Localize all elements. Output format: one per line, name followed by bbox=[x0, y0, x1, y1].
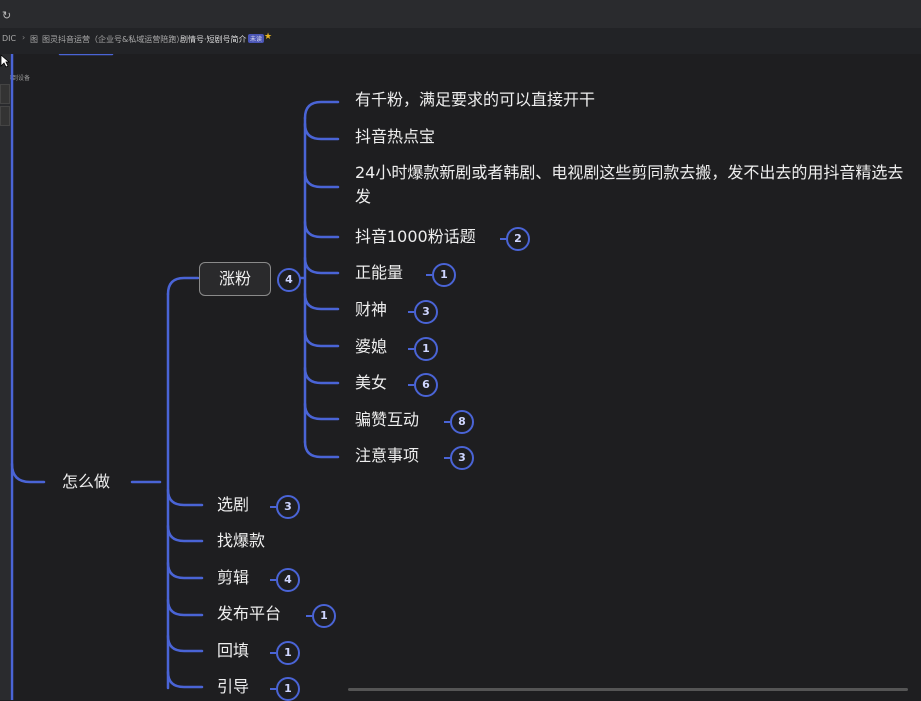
node-main-child[interactable]: 发布平台 bbox=[217, 604, 282, 623]
status-badge: 未读 bbox=[248, 34, 265, 43]
collapse-badge[interactable]: 4 bbox=[277, 268, 301, 292]
node-main-child[interactable]: 回填 bbox=[217, 641, 250, 660]
count-badge[interactable]: 3 bbox=[414, 300, 438, 324]
count-badge[interactable]: 1 bbox=[432, 263, 456, 287]
breadcrumb-item[interactable]: DIC bbox=[2, 34, 17, 43]
node-main-child[interactable]: 找爆款 bbox=[217, 531, 266, 550]
count-badge[interactable]: 1 bbox=[276, 677, 300, 701]
node-hub-child[interactable]: 正能量 bbox=[355, 263, 404, 282]
badge-connector bbox=[408, 311, 414, 313]
reload-icon[interactable]: ↻ bbox=[2, 9, 12, 22]
node-hub-child[interactable]: 骗赞互动 bbox=[355, 410, 420, 429]
left-panel-edge bbox=[0, 54, 10, 700]
badge-connector bbox=[270, 652, 276, 654]
badge-connector bbox=[426, 274, 432, 276]
star-icon[interactable]: ★ bbox=[264, 32, 273, 42]
panel-button[interactable] bbox=[0, 106, 10, 126]
badge-connector bbox=[270, 579, 276, 581]
badge-connector bbox=[444, 421, 450, 423]
count-badge[interactable]: 1 bbox=[276, 641, 300, 665]
breadcrumb: DIC › 图 图灵抖音运营（企业号&私域运营陪跑） › 剧情号·短剧号简介 未… bbox=[0, 28, 921, 82]
mindmap-canvas[interactable]: 怎么做 涨粉 4 有千粉，满足要求的可以直接开干 抖音热点宝 24小时爆款新剧或… bbox=[0, 54, 921, 701]
mindmap-connectors bbox=[10, 54, 340, 700]
browser-toolbar: ↻ bbox=[0, 0, 921, 29]
count-badge[interactable]: 2 bbox=[506, 227, 530, 251]
badge-connector bbox=[444, 457, 450, 459]
badge-connector bbox=[306, 615, 312, 617]
badge-connector bbox=[500, 238, 506, 240]
badge-connector bbox=[408, 384, 414, 386]
node-main-child[interactable]: 选剧 bbox=[217, 495, 250, 514]
count-badge[interactable]: 8 bbox=[450, 410, 474, 434]
subline-text: 保存到设备 bbox=[0, 75, 31, 82]
count-badge[interactable]: 3 bbox=[450, 446, 474, 470]
badge-connector bbox=[270, 688, 276, 690]
node-main-child[interactable]: 剪辑 bbox=[217, 568, 250, 587]
node-hub-child[interactable]: 有千粉，满足要求的可以直接开干 bbox=[355, 90, 596, 109]
node-hub-child[interactable]: 24小时爆款新剧或者韩剧、电视剧这些剪同款去搬，发不出去的用抖音精选去发 bbox=[355, 163, 904, 206]
mouse-pointer-icon bbox=[0, 54, 10, 68]
count-badge[interactable]: 1 bbox=[414, 337, 438, 361]
count-badge[interactable]: 3 bbox=[276, 495, 300, 519]
chevron-right-icon: › bbox=[172, 33, 176, 42]
node-hub-child[interactable]: 抖音热点宝 bbox=[355, 127, 436, 146]
breadcrumb-item-current[interactable]: 剧情号·短剧号简介 bbox=[180, 35, 247, 44]
breadcrumb-item[interactable]: 图灵抖音运营（企业号&私域运营陪跑） bbox=[42, 35, 185, 44]
node-hub-child[interactable]: 婆媳 bbox=[355, 337, 388, 356]
panel-button[interactable] bbox=[0, 84, 10, 104]
node-hub-child[interactable]: 财神 bbox=[355, 300, 388, 319]
badge-connector bbox=[408, 348, 414, 350]
node-main-child[interactable]: 引导 bbox=[217, 677, 250, 696]
node-hub[interactable]: 涨粉 bbox=[199, 262, 271, 296]
node-hub-child[interactable]: 抖音1000粉话题 bbox=[355, 227, 476, 246]
count-badge[interactable]: 6 bbox=[414, 373, 438, 397]
node-hub-child[interactable]: 美女 bbox=[355, 373, 388, 392]
count-badge[interactable]: 1 bbox=[312, 604, 336, 628]
count-badge[interactable]: 4 bbox=[276, 568, 300, 592]
node-hub-child[interactable]: 注意事项 bbox=[355, 446, 420, 465]
horizontal-scrollbar[interactable] bbox=[348, 688, 908, 691]
breadcrumb-item[interactable]: 图 bbox=[30, 35, 38, 44]
chevron-right-icon: › bbox=[22, 33, 26, 42]
node-main[interactable]: 怎么做 bbox=[62, 472, 111, 491]
badge-connector bbox=[270, 506, 276, 508]
